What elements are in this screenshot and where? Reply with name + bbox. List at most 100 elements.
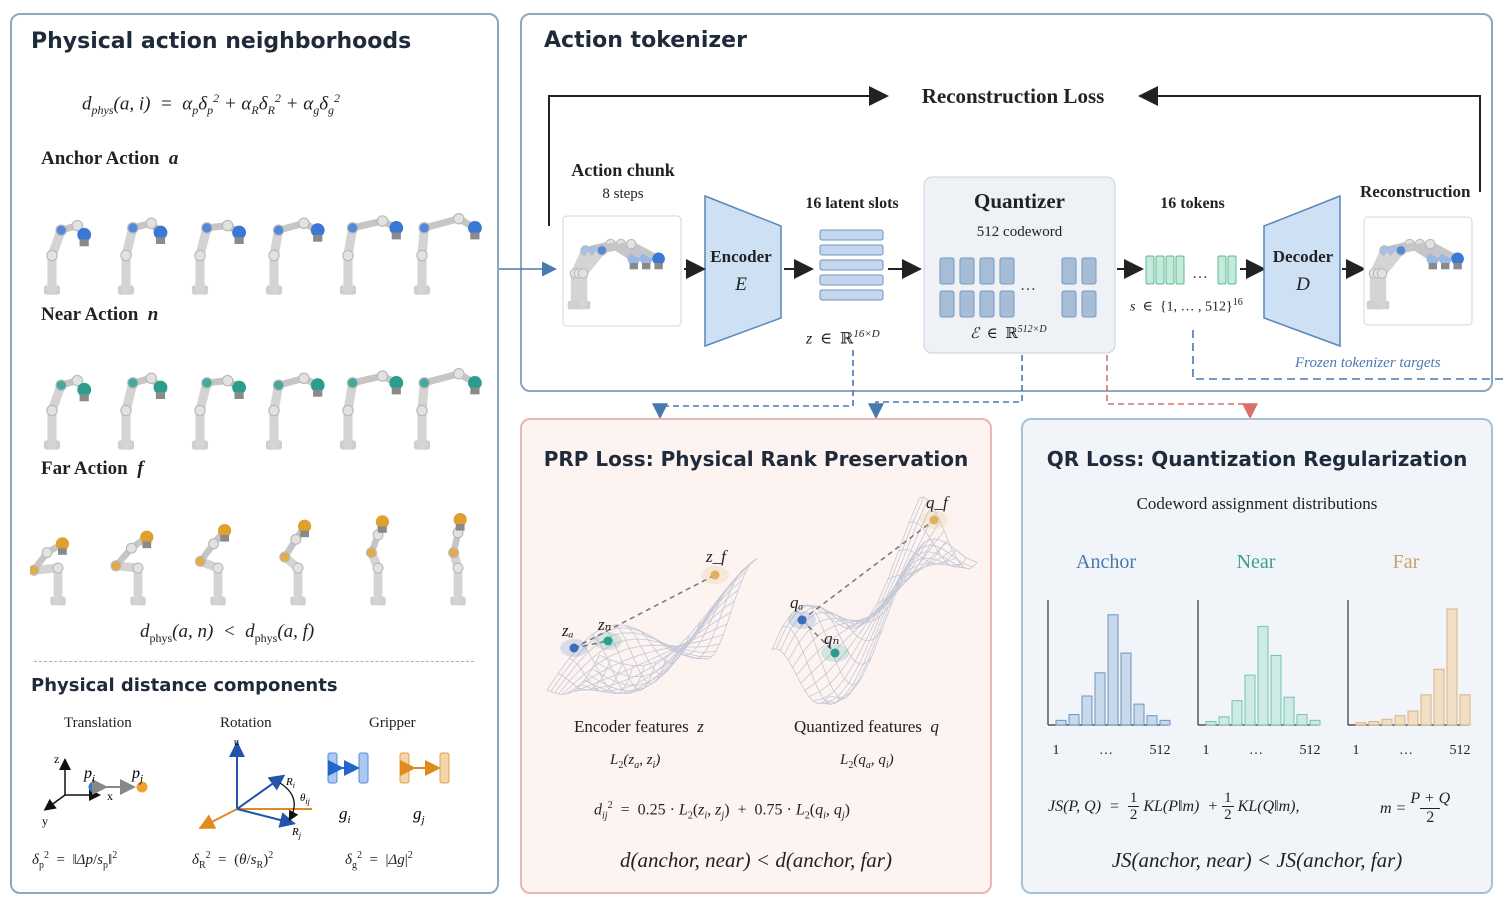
latent-slot	[819, 274, 884, 286]
histogram-bar	[1159, 719, 1171, 726]
decoder-label: Decoder	[1272, 247, 1334, 266]
qr-title: QR Loss: Quantization Regularization	[1046, 447, 1468, 471]
codeword	[1061, 290, 1077, 318]
codeword	[979, 257, 995, 285]
latent-slot	[819, 244, 884, 256]
codeword	[959, 257, 975, 285]
translation-diagram: z x y pi pj	[42, 752, 148, 828]
histogram-bar	[1081, 695, 1093, 726]
feature-point-label: zₙ	[597, 615, 612, 634]
feature-point	[830, 648, 840, 658]
robot-arm	[413, 367, 482, 450]
robot-arm	[43, 219, 92, 295]
dphys-formula: dphys(a, i) = αpδp2 + αRδR2 + αgδg2	[82, 91, 341, 118]
token-ellipsis: …	[1192, 265, 1208, 282]
near-robot-sequence	[43, 367, 482, 450]
histogram-tick: …	[1249, 743, 1263, 758]
robot-arm	[575, 238, 665, 310]
codeword	[939, 290, 955, 318]
svg-text:x: x	[107, 789, 113, 803]
rotation-label: Rotation	[220, 715, 272, 731]
histogram-bar	[1218, 716, 1230, 726]
histogram-bar	[1107, 614, 1119, 726]
translation-label: Translation	[64, 715, 132, 731]
reconstruction-loss-label: Reconstruction Loss	[921, 84, 1105, 108]
divider	[34, 661, 474, 662]
svg-text:u: u	[234, 737, 239, 748]
svg-text:Ri: Ri	[285, 776, 295, 790]
svg-text:pj: pj	[131, 765, 143, 785]
codeword	[999, 257, 1015, 285]
histogram-bar	[1133, 703, 1145, 726]
steps-label: 8 steps	[602, 186, 644, 202]
histogram-title: Anchor	[1076, 551, 1136, 573]
latent-slots-title: 16 latent slots	[805, 195, 899, 212]
histogram-bar	[1231, 700, 1243, 726]
robot-arm	[1374, 238, 1464, 310]
svg-text:z: z	[54, 752, 59, 766]
codewords-label: 512 codeword	[976, 224, 1063, 240]
token	[1145, 255, 1155, 285]
codebook-ellipsis: …	[1020, 277, 1036, 294]
robot-arm	[30, 537, 69, 606]
delta-r-formula: δR2 = (θ/sR)2	[192, 850, 274, 871]
histogram-tick: 1	[1053, 743, 1060, 758]
histogram-bar	[1270, 654, 1282, 726]
panel-title: Physical action neighborhoods	[31, 29, 412, 54]
histogram-tick: 512	[1300, 743, 1321, 758]
robot-arm	[265, 217, 325, 295]
latent-slot	[819, 259, 884, 271]
robot-arm	[339, 370, 404, 450]
robot-arm	[265, 372, 325, 450]
histogram-bar	[1120, 652, 1132, 726]
feature-surface	[771, 496, 978, 705]
robot-arm	[279, 519, 312, 606]
decoder-symbol: D	[1296, 274, 1310, 295]
robot-arm	[117, 217, 168, 295]
svg-text:y: y	[42, 814, 48, 828]
svg-text:pi: pi	[83, 765, 95, 785]
tokenizer-diagram: … …	[499, 86, 1505, 420]
histogram-bar	[1394, 715, 1406, 726]
feature-point	[797, 615, 807, 625]
token	[1217, 255, 1227, 285]
histogram-tick: …	[1099, 743, 1113, 758]
histogram-tick: 1	[1353, 743, 1360, 758]
latent-slot	[819, 289, 884, 301]
histogram-bar	[1244, 674, 1256, 726]
codeword	[959, 290, 975, 318]
qr-subtitle: Codeword assignment distributions	[1136, 494, 1378, 513]
histogram-bar	[1055, 719, 1067, 726]
histogram-bar	[1433, 668, 1445, 726]
l2-z-label: L2(za, zi)	[610, 752, 661, 771]
tokenizer-title: Action tokenizer	[544, 28, 747, 53]
histogram-bar	[1459, 694, 1471, 726]
quantizer-label: Quantizer	[974, 189, 1065, 213]
histogram-title: Near	[1237, 551, 1276, 573]
codeword	[1061, 257, 1077, 285]
histogram-bar	[1355, 722, 1367, 726]
robot-arm	[191, 374, 246, 450]
reconstruction-label: Reconstruction	[1360, 182, 1471, 201]
feature-point	[929, 515, 939, 525]
histogram-bar	[1420, 694, 1432, 726]
feature-point	[603, 636, 613, 646]
gripper-label: Gripper	[369, 715, 416, 731]
histogram-bar	[1257, 625, 1269, 726]
robot-arm	[339, 215, 404, 295]
robot-arm	[448, 513, 467, 606]
delta-g-formula: δg2 = |Δg|2	[345, 850, 413, 871]
codeword	[1081, 257, 1097, 285]
histogram-tick: …	[1399, 743, 1413, 758]
histogram-bar	[1368, 721, 1380, 726]
qr-inequality: JS(anchor, near) < JS(anchor, far)	[1111, 848, 1403, 872]
far-robot-sequence	[30, 513, 467, 606]
feature-point-label: z_f	[705, 547, 728, 566]
histogram-bar	[1407, 710, 1419, 726]
far-action-label: Far Action f	[41, 458, 144, 479]
